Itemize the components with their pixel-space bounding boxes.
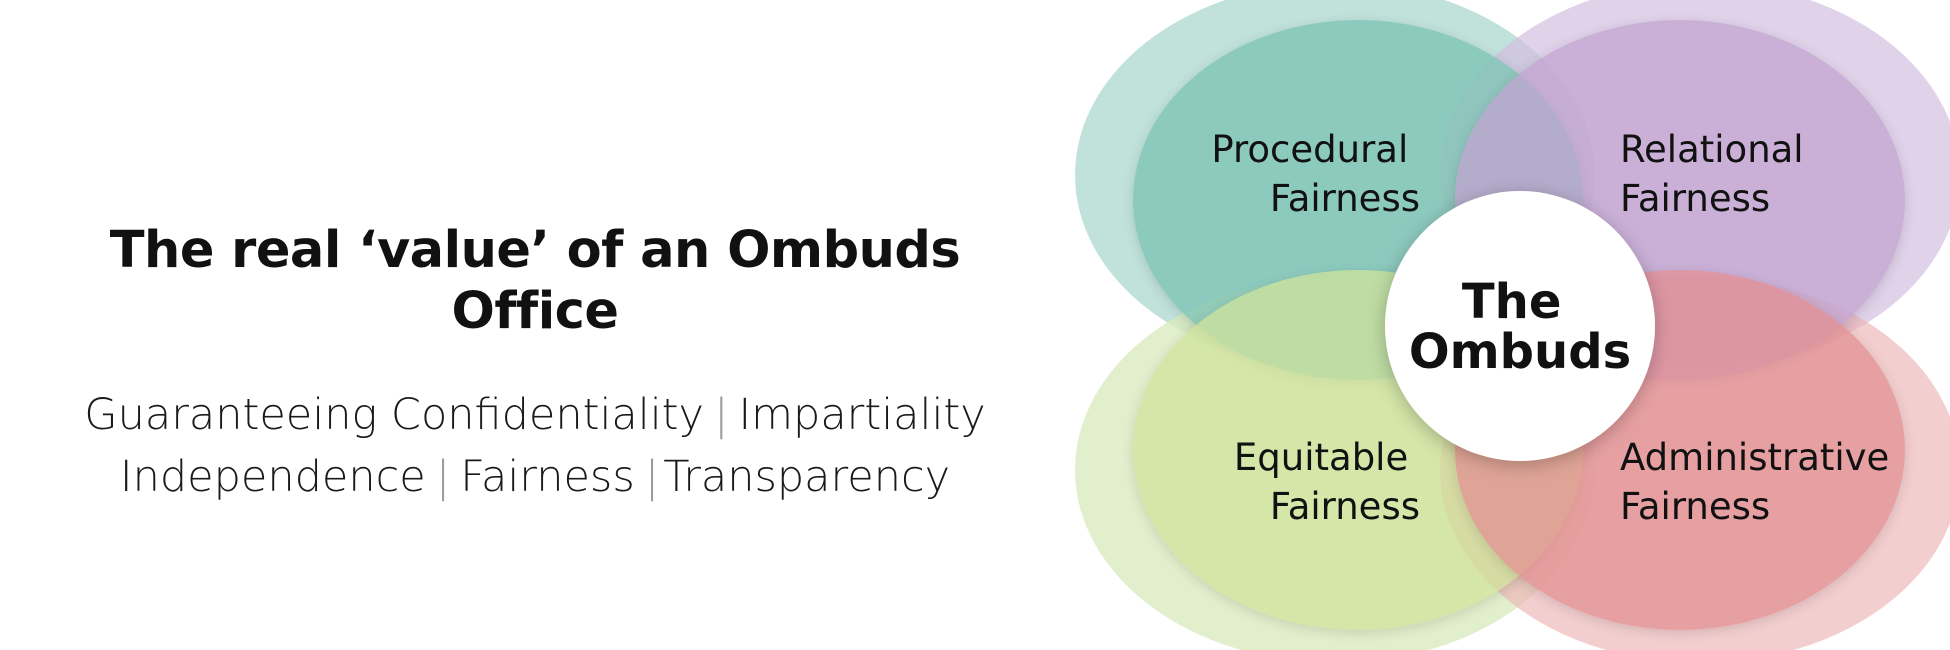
values-list: Guaranteeing Confidentiality|Impartialit… [60,384,1010,508]
petal-labels: Procedural Fairness Relational Fairness … [1211,128,1901,528]
value-independence: Independence [119,452,426,503]
relational-label-line1: Relational [1620,128,1804,171]
equitable-label-line1: Equitable [1234,436,1408,479]
value-impartiality: Impartiality [738,390,986,441]
center-label: The Ombuds [1409,274,1631,380]
procedural-label-line2: Fairness [1270,177,1420,220]
value-fairness: Fairness [460,452,635,503]
center-label-line2: Ombuds [1409,324,1631,380]
value-transparency: Transparency [663,452,951,503]
procedural-label: Procedural Fairness [1211,128,1420,220]
relational-label: Relational Fairness [1620,128,1815,220]
values-line-1: Guaranteeing Confidentiality|Impartialit… [60,384,1010,446]
center-node: The Ombuds [1385,191,1655,461]
center-label-line1: The [1462,274,1561,330]
value-separator: | [644,452,660,503]
values-line-2: Independence|Fairness|Transparency [60,446,1010,508]
administrative-label: Administrative Fairness [1620,436,1901,528]
value-confidentiality: Guaranteeing Confidentiality [84,390,704,441]
equitable-label-line2: Fairness [1270,485,1420,528]
administrative-label-line2: Fairness [1620,485,1770,528]
headline-block: The real ‘value’ of an Ombuds Office Gua… [60,220,1010,508]
page-title: The real ‘value’ of an Ombuds Office [109,221,961,342]
relational-label-line2: Fairness [1620,177,1770,220]
value-separator: | [713,390,729,441]
procedural-label-line1: Procedural [1211,128,1408,171]
equitable-label: Equitable Fairness [1234,436,1420,528]
center-circle [1385,191,1655,461]
administrative-label-line1: Administrative [1620,436,1889,479]
value-separator: | [435,452,451,503]
